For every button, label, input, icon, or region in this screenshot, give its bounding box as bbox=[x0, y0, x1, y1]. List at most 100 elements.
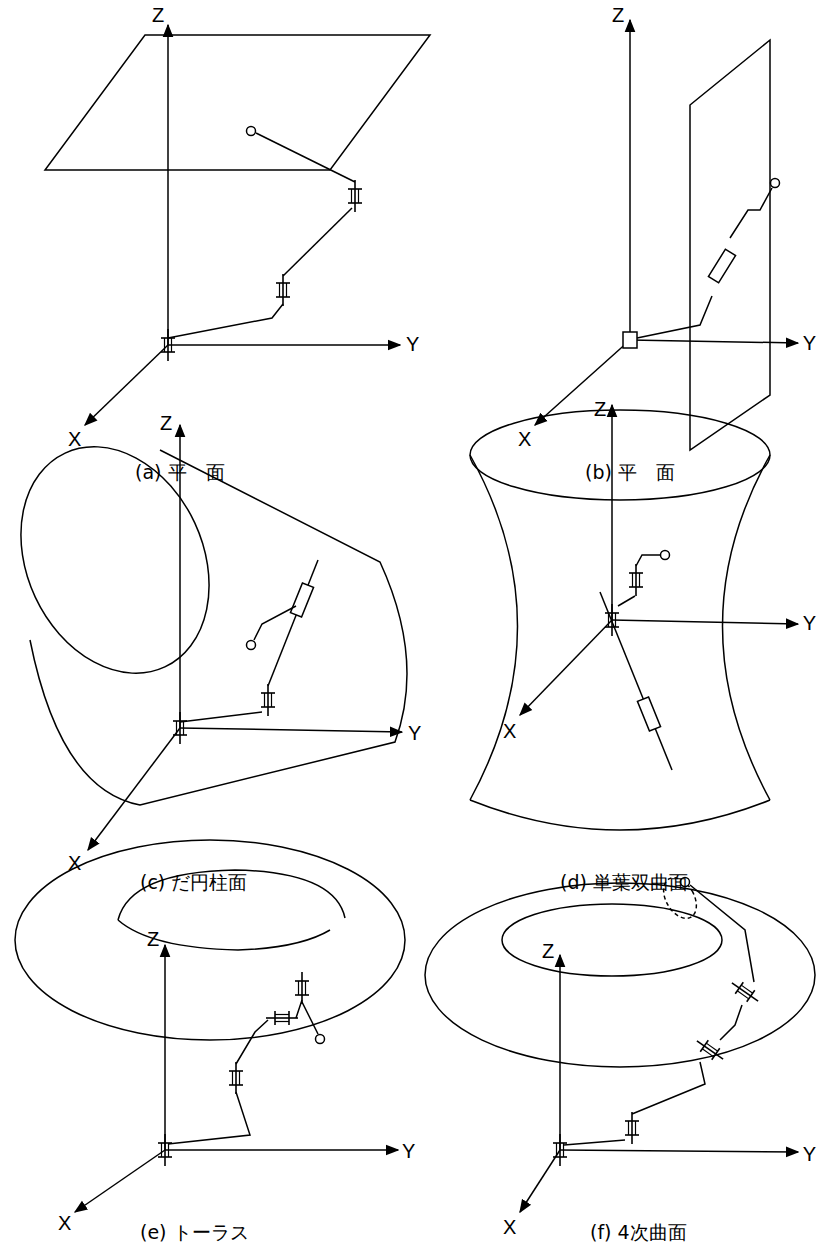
robot-arm-part bbox=[690, 885, 754, 982]
figure-caption: (c) だ円柱面 bbox=[140, 872, 247, 893]
plane-surface bbox=[690, 40, 770, 450]
axes-part bbox=[629, 20, 631, 340]
axis-label: Z bbox=[147, 928, 159, 950]
panel-d bbox=[470, 405, 798, 830]
axes-part bbox=[559, 955, 561, 1150]
torus-surface-part bbox=[15, 840, 405, 1040]
axes-part bbox=[75, 1150, 165, 1212]
axes-part bbox=[180, 728, 402, 732]
robot-arm-part bbox=[618, 596, 635, 606]
robot-arm-part bbox=[295, 972, 309, 1004]
robot-arm-part bbox=[316, 1035, 325, 1044]
hyperboloid-surface-part bbox=[470, 455, 518, 800]
robot-arm-part bbox=[283, 208, 352, 276]
axis-label: Z bbox=[152, 4, 164, 26]
axis-label: X bbox=[68, 428, 81, 450]
robot-arm-part bbox=[661, 551, 670, 560]
illustration-part bbox=[0, 20, 815, 1212]
robot-arm-part bbox=[730, 188, 772, 238]
hyperboloid-surface-part bbox=[470, 410, 770, 500]
axis-label: Y bbox=[803, 612, 816, 634]
robot-arm-part bbox=[623, 332, 637, 348]
axes-part bbox=[520, 620, 612, 715]
quartic-surface bbox=[425, 872, 815, 1067]
hyperboloid-surface-part bbox=[470, 800, 770, 830]
figure-caption: (d) 単葉双曲面 bbox=[560, 872, 688, 893]
axis-label: Y bbox=[402, 1140, 415, 1162]
panel-e bbox=[15, 840, 405, 1212]
robot-arm-part bbox=[600, 592, 672, 770]
axes-part bbox=[85, 345, 168, 425]
axes-part bbox=[611, 405, 613, 620]
axis-label: Z bbox=[612, 4, 624, 26]
axes-part bbox=[520, 1150, 560, 1212]
robot-arm-part bbox=[637, 697, 660, 731]
robot-arm-part bbox=[158, 1134, 172, 1166]
robot-arm-part bbox=[168, 304, 283, 338]
axes-part bbox=[165, 1149, 398, 1151]
robot-arm-part bbox=[247, 127, 256, 136]
axis-label: Y bbox=[406, 333, 419, 355]
robot-arm-part bbox=[247, 641, 256, 650]
robot-arm-part bbox=[256, 133, 355, 182]
torus-surface bbox=[15, 840, 405, 1040]
figure-caption: (b) 平 面 bbox=[585, 462, 675, 483]
axis-label: Z bbox=[542, 940, 554, 962]
cylinder-surface bbox=[30, 450, 407, 805]
robot-arm-part bbox=[268, 560, 318, 686]
torus-surface-part bbox=[118, 920, 330, 950]
axis-label: Z bbox=[160, 412, 172, 434]
robot-arm-part bbox=[161, 329, 175, 361]
robot-arm-part bbox=[168, 1092, 250, 1144]
panel-c bbox=[0, 416, 407, 850]
hyperboloid-surface-part bbox=[723, 455, 771, 800]
axis-label: X bbox=[58, 1212, 71, 1234]
axes bbox=[520, 405, 798, 715]
robot-arm-part bbox=[629, 564, 643, 596]
robot-arm-part bbox=[625, 1112, 639, 1144]
axes-part bbox=[535, 340, 630, 425]
axes-part bbox=[560, 1150, 798, 1152]
axes bbox=[75, 945, 398, 1212]
robot-arm-part bbox=[553, 1134, 567, 1166]
axes-part bbox=[630, 340, 798, 343]
robot-arm-part bbox=[302, 1002, 318, 1034]
robot-arm-part bbox=[180, 712, 262, 722]
figure-caption: (e) トーラス bbox=[140, 1222, 249, 1243]
robot-arm-part bbox=[693, 1035, 727, 1065]
axes-part bbox=[164, 945, 166, 1150]
robot-arm-part bbox=[564, 1140, 625, 1145]
figure-caption: (a) 平 面 bbox=[135, 462, 225, 483]
robot-arm-part bbox=[632, 1062, 705, 1114]
axis-label: Y bbox=[803, 1143, 816, 1165]
robot-arm-part bbox=[728, 977, 762, 1007]
axis-label: X bbox=[518, 428, 531, 450]
axes-part bbox=[167, 25, 169, 345]
robot-arm bbox=[600, 551, 672, 771]
robot-arm-part bbox=[276, 274, 290, 306]
panel-f bbox=[425, 872, 815, 1212]
axis-label: X bbox=[503, 1216, 516, 1238]
robot-arm-part bbox=[296, 1000, 302, 1018]
axes-part bbox=[612, 620, 798, 624]
robot-arm-part bbox=[261, 684, 275, 716]
robot-arm-part bbox=[708, 249, 735, 282]
robot-arm-part bbox=[173, 712, 187, 744]
axis-label: X bbox=[503, 720, 516, 742]
axes-part bbox=[88, 728, 180, 850]
axes-part bbox=[168, 344, 400, 346]
panel-a bbox=[45, 25, 430, 425]
robot-arm bbox=[158, 972, 325, 1166]
quartic-surface-part bbox=[502, 904, 722, 976]
axes bbox=[88, 425, 402, 850]
figure-caption: (f) 4次曲面 bbox=[590, 1222, 687, 1243]
cylinder-end bbox=[0, 416, 245, 704]
robot-arm-part bbox=[290, 583, 313, 617]
axis-label: Z bbox=[594, 398, 606, 420]
panel-b bbox=[535, 20, 798, 450]
axis-label: X bbox=[68, 852, 81, 874]
robot-arm bbox=[553, 878, 762, 1167]
plane-surface bbox=[45, 35, 430, 170]
